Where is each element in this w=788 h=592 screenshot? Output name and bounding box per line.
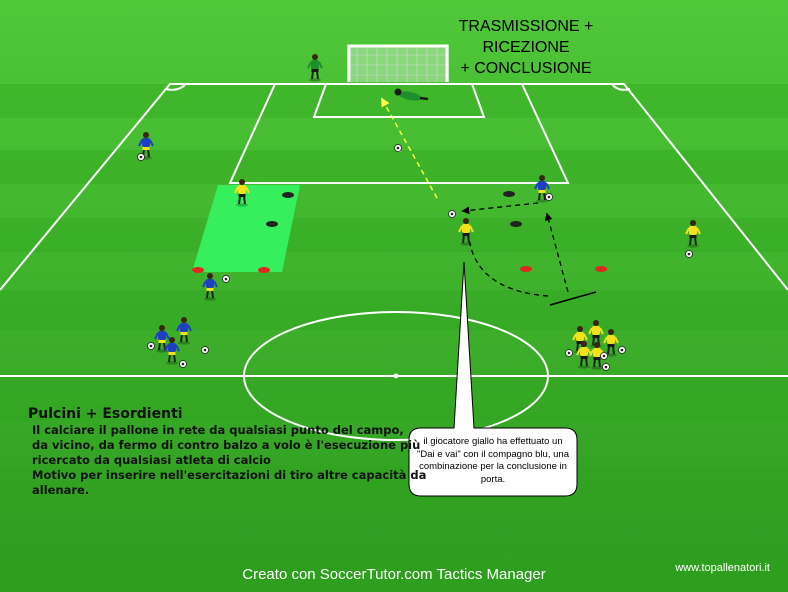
notes-line: ricercato da qualsiasi atleta di calcio <box>32 453 271 467</box>
pass-line-to-yellow <box>461 202 539 215</box>
ball <box>618 346 626 354</box>
grass-stripe <box>0 150 788 184</box>
cone-black <box>266 221 278 227</box>
corner-arc-left <box>165 83 187 91</box>
player-blue <box>164 337 180 365</box>
ball <box>137 153 145 161</box>
footer-credit: Creato con SoccerTutor.com Tactics Manag… <box>242 566 546 583</box>
notes-heading: Pulcini + Esordienti <box>28 406 183 422</box>
ball <box>448 210 456 218</box>
ball <box>222 275 230 283</box>
cone-red <box>520 266 532 272</box>
grass-stripes <box>0 84 788 592</box>
center-circle <box>243 311 549 441</box>
ball <box>602 363 610 371</box>
title-line: RICEZIONE <box>482 39 570 56</box>
coaching-notes: Pulcini + Esordienti Il calciare il pall… <box>28 405 428 498</box>
balls <box>137 144 693 371</box>
ball <box>201 346 209 354</box>
cone-black <box>510 221 522 227</box>
player-blue <box>534 175 550 203</box>
ball <box>394 144 402 152</box>
ball <box>565 349 573 357</box>
notes-line: Il calciare il pallone in rete da qualsi… <box>32 423 404 437</box>
cone-black <box>503 191 515 197</box>
title-line: + CONCLUSIONE <box>460 60 592 77</box>
cones <box>192 191 607 273</box>
cone-red <box>258 267 270 273</box>
goal <box>347 44 449 82</box>
ball <box>147 342 155 350</box>
notes-line: da vicino, da fermo di contro balzo a vo… <box>32 438 421 452</box>
goalkeeper-diving <box>394 88 429 101</box>
player-yellow <box>234 179 250 207</box>
grass-stripe <box>0 218 788 252</box>
penalty-area <box>228 83 570 184</box>
run-line-blue <box>544 212 569 293</box>
site-url: www.topallenatori.it <box>675 562 770 574</box>
player-yellow <box>603 329 619 357</box>
notes-line: allenare. <box>32 483 90 497</box>
ball <box>600 352 608 360</box>
center-spot <box>393 373 399 379</box>
grass-stripe <box>0 84 788 118</box>
corner-arc-right <box>611 83 631 91</box>
training-zone <box>192 185 300 272</box>
notes-line: Motivo per inserire nell'esercitazioni d… <box>32 468 427 482</box>
ball <box>179 360 187 368</box>
callout-bubble <box>408 261 578 497</box>
player-gk <box>307 54 323 82</box>
player-yellow <box>458 218 474 246</box>
goal-area <box>312 83 486 118</box>
ball <box>545 193 553 201</box>
player-blue <box>202 273 218 301</box>
grass-stripe <box>0 290 788 330</box>
title-line: TRASMISSIONE + <box>458 18 594 35</box>
cone-red <box>192 267 204 273</box>
callout-text: il giocatore giallo ha effettuato un "Da… <box>417 436 569 485</box>
shot-path <box>381 97 438 199</box>
mannequin-line <box>549 291 597 306</box>
grass-stripe <box>0 556 788 592</box>
diagram-title: TRASMISSIONE + RICEZIONE + CONCLUSIONE <box>428 16 624 79</box>
cone-red <box>595 266 607 272</box>
grass-stripe <box>0 466 788 512</box>
player-blue <box>154 325 170 353</box>
run-line-yellow <box>467 227 549 297</box>
player-yellow <box>685 220 701 248</box>
players <box>138 54 701 370</box>
grass-stripe <box>0 376 788 420</box>
touchline <box>0 83 788 291</box>
cone-black <box>282 192 294 198</box>
ball <box>685 250 693 258</box>
player-blue <box>176 317 192 345</box>
